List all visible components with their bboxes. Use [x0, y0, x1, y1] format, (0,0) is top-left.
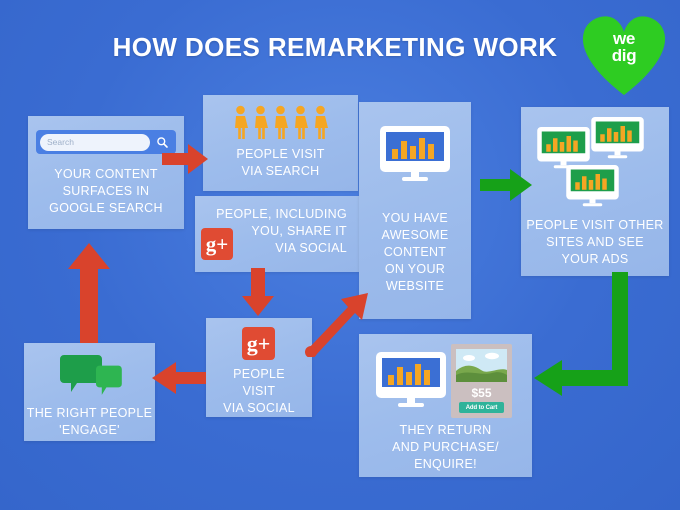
label-line-2: VIA SEARCH [241, 164, 320, 178]
search-placeholder: Search [47, 137, 74, 147]
label-line-1: THE RIGHT PEOPLE [26, 406, 153, 420]
panel-google-search[interactable]: Search YOUR CONTENT SURFACES IN GOOGLE S… [28, 116, 184, 229]
heart-icon [582, 16, 666, 95]
arrow-ads-to-return [534, 272, 628, 396]
label-line-2: AND PURCHASE/ [392, 440, 499, 454]
panel-people-visit-social-label: PEOPLE VISIT VIA SOCIAL [206, 366, 312, 417]
three-monitors-icon-2 [591, 117, 644, 159]
label-line-1: PEOPLE VISIT [236, 147, 325, 161]
label-line-2: 'ENGAGE' [59, 423, 120, 437]
we-dig-logo: we dig [578, 10, 670, 98]
label-line-3: GOOGLE SEARCH [49, 201, 163, 215]
label-line-5: WEBSITE [385, 279, 445, 293]
label-line-1: PEOPLE, INCLUDING [216, 207, 347, 221]
panel-right-people-engage[interactable]: THE RIGHT PEOPLE 'ENGAGE' [24, 343, 155, 441]
add-to-cart-button[interactable]: Add to Cart [459, 402, 504, 413]
panel-share-via-social[interactable]: g+ PEOPLE, INCLUDING YOU, SHARE IT VIA S… [195, 196, 359, 272]
panel-people-visit-search-label: PEOPLE VISIT VIA SEARCH [203, 146, 358, 180]
logo-text: we dig [578, 30, 670, 64]
search-bar[interactable]: Search [36, 130, 176, 154]
landscape-image [456, 349, 507, 382]
label-line-1: YOUR CONTENT [54, 167, 158, 181]
logo-line-1: we [612, 29, 636, 48]
panel-people-visit-social[interactable]: g+ PEOPLE VISIT VIA SOCIAL [206, 318, 312, 417]
google-plus-icon[interactable]: g+ [242, 327, 275, 360]
panel-people-visit-search[interactable]: PEOPLE VISIT VIA SEARCH [203, 95, 358, 191]
panel-return-purchase[interactable]: $55 Add to Cart THEY RETURN AND PURCHASE… [359, 334, 532, 477]
label-line-3: YOUR ADS [561, 252, 629, 266]
search-icon[interactable] [153, 132, 172, 152]
page-title: HOW DOES REMARKETING WORK [112, 32, 558, 62]
three-monitors-icon [537, 127, 590, 169]
monitor-chart-icon [380, 126, 450, 181]
label-line-3: VIA SOCIAL [223, 401, 295, 415]
label-line-2: YOU, SHARE IT [251, 224, 347, 238]
product-price: $55 [471, 386, 492, 400]
people-group-icon [203, 105, 358, 139]
arrow-engage-to-search [68, 243, 110, 343]
label-line-1: PEOPLE VISIT OTHER [526, 218, 664, 232]
label-line-2: AWESOME [381, 228, 449, 242]
panel-right-people-engage-label: THE RIGHT PEOPLE 'ENGAGE' [24, 405, 155, 439]
search-input[interactable]: Search [40, 133, 150, 151]
label-line-4: ON YOUR [384, 262, 446, 276]
arrow-search-to-people [162, 144, 208, 174]
speech-bubbles-icon [60, 355, 122, 395]
arrow-return-to-engage [152, 362, 206, 394]
panel-google-search-label: YOUR CONTENT SURFACES IN GOOGLE SEARCH [28, 166, 184, 217]
panel-awesome-content-label: YOU HAVE AWESOME CONTENT ON YOUR WEBSITE [359, 210, 471, 295]
panel-awesome-content[interactable]: YOU HAVE AWESOME CONTENT ON YOUR WEBSITE [359, 102, 471, 319]
label-line-2: VISIT [242, 384, 276, 398]
arrow-social-to-content [305, 293, 368, 357]
label-line-3: ENQUIRE! [414, 457, 477, 471]
product-card[interactable]: $55 Add to Cart [451, 344, 512, 418]
arrow-content-to-ads [480, 169, 532, 201]
label-line-1: PEOPLE [233, 367, 285, 381]
panel-visit-other-sites-label: PEOPLE VISIT OTHER SITES AND SEE YOUR AD… [521, 217, 669, 268]
panel-share-via-social-label: PEOPLE, INCLUDING YOU, SHARE IT VIA SOCI… [195, 206, 359, 257]
three-monitors-icon-3 [566, 165, 619, 207]
logo-line-2: dig [611, 46, 637, 65]
label-line-1: YOU HAVE [381, 211, 449, 225]
monitor-chart-icon [376, 352, 446, 407]
label-line-2: SURFACES IN [62, 184, 150, 198]
label-line-2: SITES AND SEE [546, 235, 644, 249]
panel-visit-other-sites[interactable]: PEOPLE VISIT OTHER SITES AND SEE YOUR AD… [521, 107, 669, 276]
label-line-3: CONTENT [383, 245, 447, 259]
label-line-1: THEY RETURN [399, 423, 492, 437]
panel-return-purchase-label: THEY RETURN AND PURCHASE/ ENQUIRE! [359, 422, 532, 473]
arrow-social-down [242, 268, 274, 316]
product-image [456, 349, 507, 382]
google-plus-icon[interactable]: g+ [201, 228, 233, 260]
label-line-3: VIA SOCIAL [275, 241, 347, 255]
